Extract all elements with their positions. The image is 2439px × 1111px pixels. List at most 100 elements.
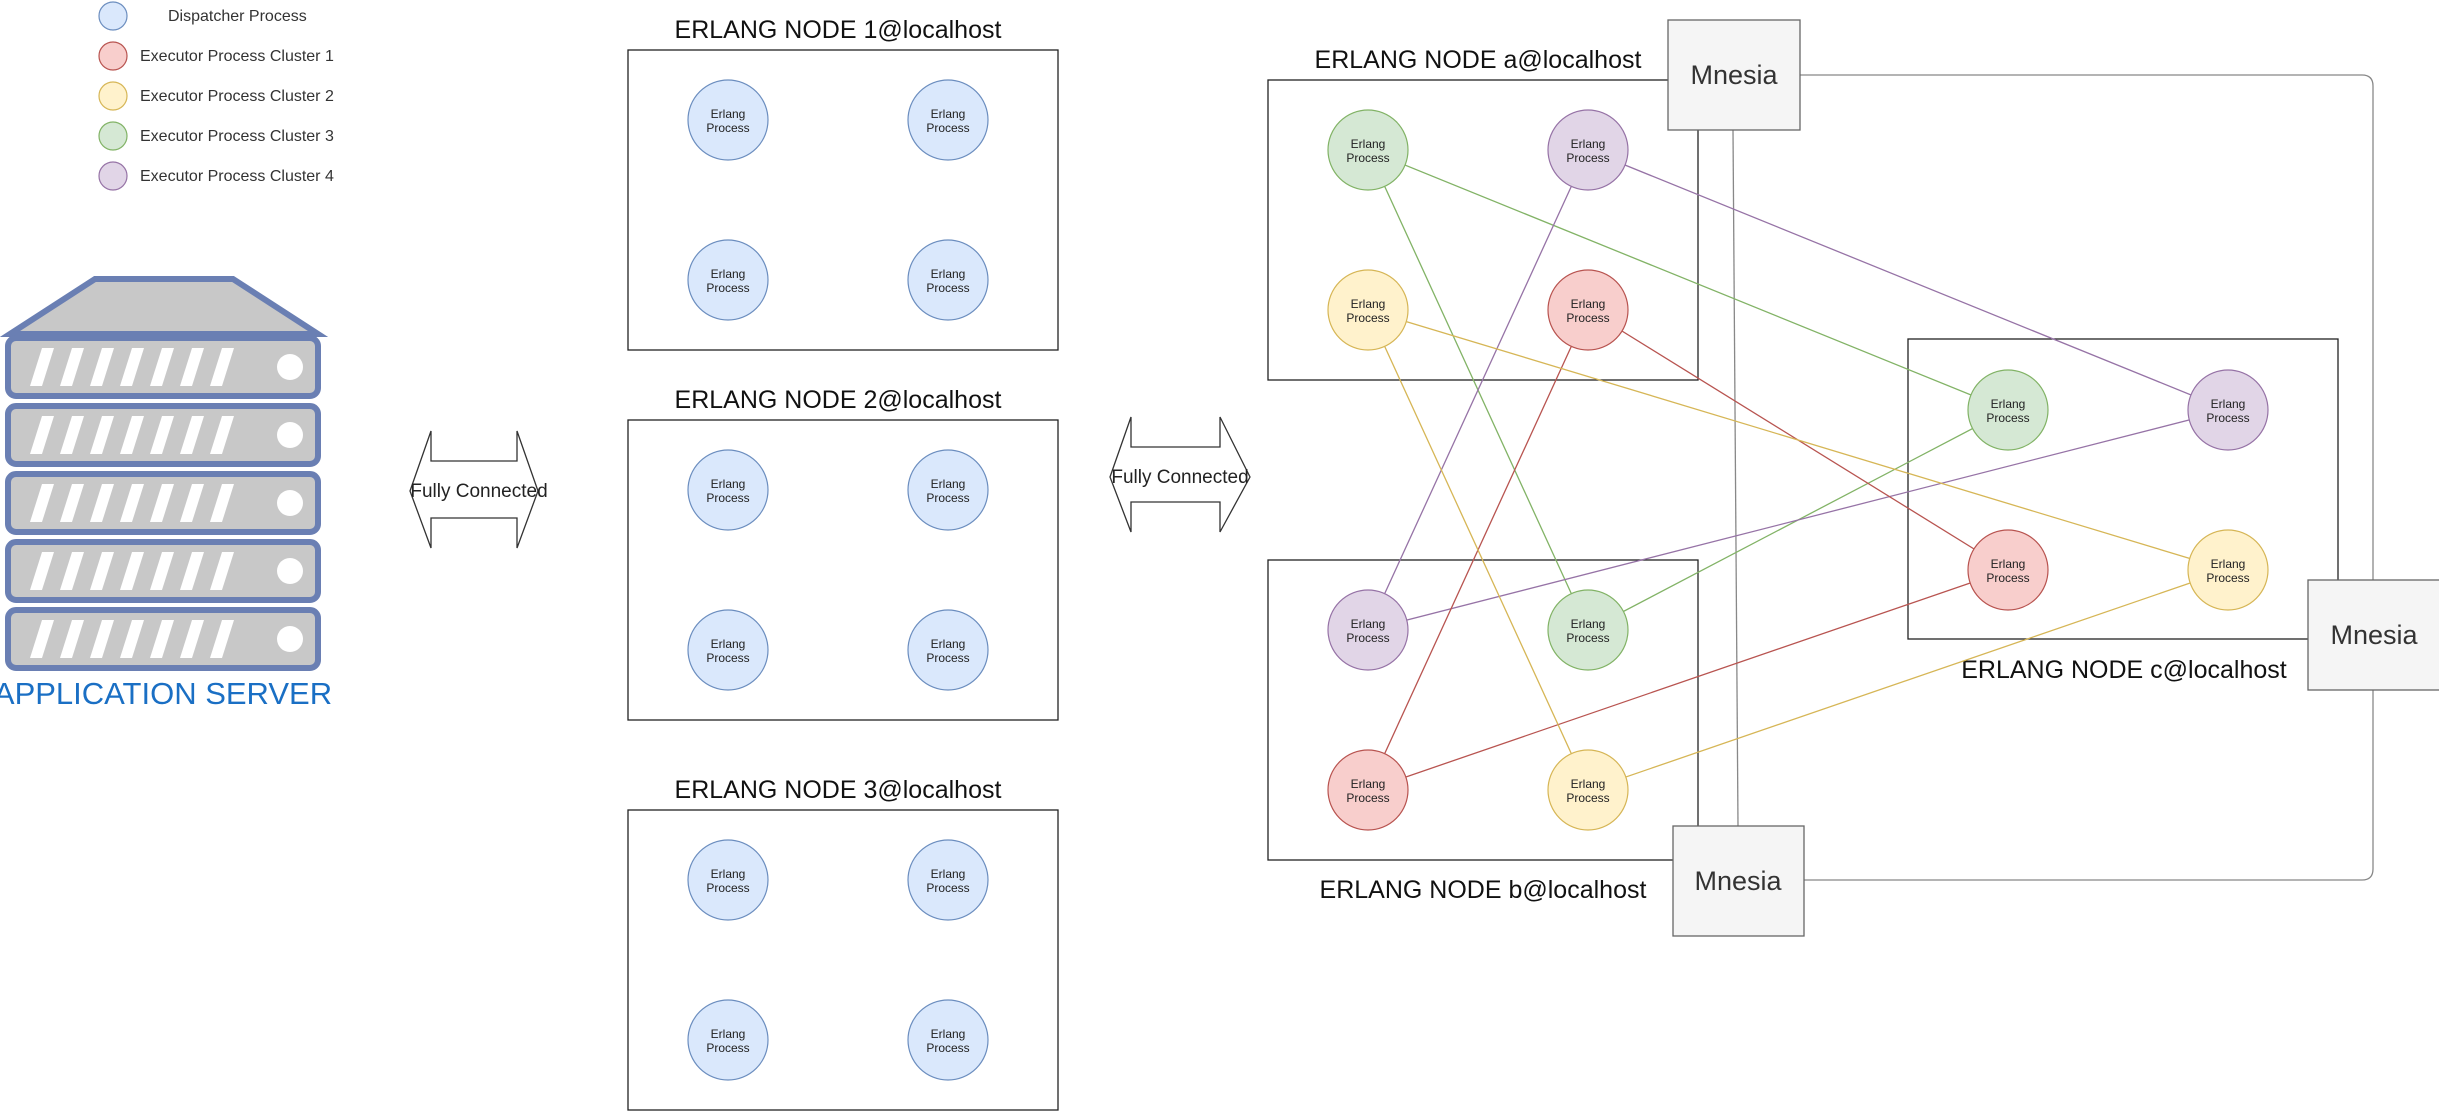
process-label: Erlang [1571, 617, 1606, 631]
mnesia-label: Mnesia [2330, 620, 2418, 650]
process-circle [1547, 749, 1629, 831]
process-circle [1327, 269, 1409, 351]
process-label: Process [2206, 411, 2249, 425]
process-label: Process [1346, 311, 1389, 325]
process-label: Erlang [931, 1027, 966, 1041]
process-label: Erlang [711, 267, 746, 281]
process-label: Erlang [931, 637, 966, 651]
server-vent-slot [90, 416, 114, 454]
process-label: Erlang [2211, 557, 2246, 571]
process-label: Process [706, 491, 749, 505]
server-led [277, 490, 303, 516]
server-vent-slot [30, 484, 54, 522]
node-title: ERLANG NODE 3@localhost [675, 776, 1002, 804]
application-server-label: APPLICATION SERVER [0, 676, 332, 711]
process-label: Erlang [711, 637, 746, 651]
process-label: Process [1346, 791, 1389, 805]
legend-item-cluster-3: Executor Process Cluster 3 [98, 121, 334, 151]
process-label: Erlang [1351, 297, 1386, 311]
process-circle [907, 79, 989, 161]
node-frame [1267, 79, 1699, 381]
process-circle [1547, 269, 1629, 351]
server-vent-slot [60, 552, 84, 590]
server-vent-slot [210, 348, 234, 386]
server-vent-slot [60, 348, 84, 386]
process-label: Process [926, 1041, 969, 1055]
process-label: Process [926, 881, 969, 895]
node-frame [627, 809, 1059, 1111]
server-vent-slot [180, 416, 204, 454]
cluster-links [1367, 149, 2229, 791]
mnesia-box-b: Mnesia [1672, 825, 1805, 937]
executor-node-b: ERLANG NODE b@localhost [1267, 559, 1699, 904]
mnesia-label: Mnesia [1694, 866, 1782, 896]
mnesia-link-a-c [1800, 74, 2374, 580]
server-vent-slot [30, 620, 54, 658]
legend-swatch-cluster-3 [98, 121, 128, 151]
server-vent-slot [150, 416, 174, 454]
process-circle [1327, 749, 1409, 831]
server-vent-slot [120, 552, 144, 590]
server-rack-top [0, 276, 329, 337]
server-vent-slot [60, 620, 84, 658]
process-label: Process [2206, 571, 2249, 585]
server-vent-slot [120, 416, 144, 454]
mnesia-links [1732, 74, 2374, 881]
process-label: Process [1566, 311, 1609, 325]
process-circle [907, 609, 989, 691]
legend-label-cluster-2: Executor Process Cluster 2 [140, 88, 334, 105]
server-led [277, 558, 303, 584]
legend-item-cluster-4: Executor Process Cluster 4 [98, 161, 334, 191]
process-circle [687, 609, 769, 691]
process-circle [1327, 589, 1409, 671]
cluster-4-link [1587, 149, 2229, 411]
server-vent-slot [120, 620, 144, 658]
mnesia-link-a-b [1732, 129, 1739, 827]
server-rack-icon [0, 276, 329, 671]
process-circle [1327, 109, 1409, 191]
process-label: Erlang [711, 477, 746, 491]
double-arrow-icon [409, 430, 539, 549]
node-title: ERLANG NODE 2@localhost [675, 386, 1002, 414]
executor-node-a: ERLANG NODE a@localhost [1267, 46, 1699, 381]
server-unit [5, 403, 321, 467]
process-circle [1547, 109, 1629, 191]
server-vent-slot [180, 348, 204, 386]
process-label: Process [706, 281, 749, 295]
process-label: Process [706, 1041, 749, 1055]
server-vent-slot [150, 552, 174, 590]
fully-connected-left-connector: Fully Connected [409, 430, 548, 549]
process-label: Erlang [2211, 397, 2246, 411]
server-vent-slot [30, 552, 54, 590]
process-circle [687, 839, 769, 921]
server-vent-slot [90, 552, 114, 590]
process-label: Erlang [931, 867, 966, 881]
process-label: Erlang [711, 867, 746, 881]
process-circle [1967, 529, 2049, 611]
process-label: Process [706, 121, 749, 135]
legend-label-cluster-3: Executor Process Cluster 3 [140, 128, 334, 145]
server-vent-slot [150, 620, 174, 658]
process-label: Erlang [1571, 297, 1606, 311]
server-unit [5, 335, 321, 399]
legend-item-dispatcher: Dispatcher Process [98, 1, 307, 31]
server-vent-slot [180, 620, 204, 658]
process-label: Process [1566, 631, 1609, 645]
